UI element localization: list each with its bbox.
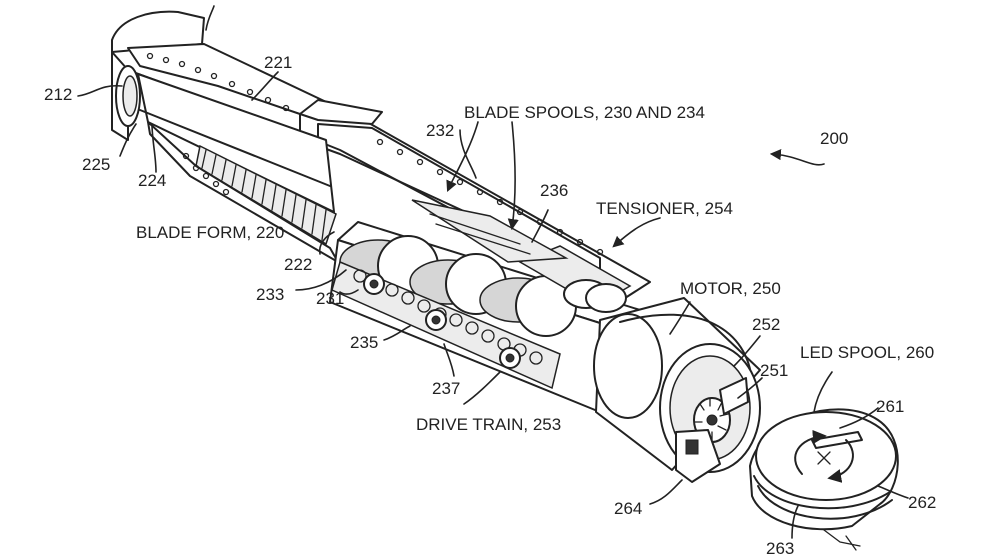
motor-label: MOTOR, 250 xyxy=(680,279,781,298)
ref-224-label: 224 xyxy=(138,171,166,190)
drive-train-label: DRIVE TRAIN, 253 xyxy=(416,415,561,434)
ref-264-label: 264 xyxy=(614,499,642,518)
ref-261-label: 261 xyxy=(876,397,904,416)
motor xyxy=(593,297,761,483)
reference-labels: 200 212 221 222 224 225 231 232 233 235 … xyxy=(44,53,936,557)
blade-form-label: BLADE FORM, 220 xyxy=(136,223,284,242)
ref-237-label: 237 xyxy=(432,379,460,398)
ref-221-label: 221 xyxy=(264,53,292,72)
ref-236-label: 236 xyxy=(540,181,568,200)
ref-262-label: 262 xyxy=(908,493,936,512)
ref-200-label: 200 xyxy=(820,129,848,148)
spool-tray xyxy=(329,199,641,413)
blade-spools-label: BLADE SPOOLS, 230 AND 234 xyxy=(464,103,705,122)
led-spool-label: LED SPOOL, 260 xyxy=(800,343,934,362)
ref-252-label: 252 xyxy=(752,315,780,334)
tensioner-label: TENSIONER, 254 xyxy=(596,199,733,218)
leader-lines xyxy=(77,5,909,539)
ref-222-label: 222 xyxy=(284,255,312,274)
ref-251-label: 251 xyxy=(760,361,788,380)
tensioner xyxy=(518,245,632,313)
ref-233-label: 233 xyxy=(256,285,284,304)
ref-231-label: 231 xyxy=(316,289,344,308)
led-spool xyxy=(749,408,899,551)
drive-train-chain xyxy=(331,260,561,390)
ref-212-label: 212 xyxy=(44,85,72,104)
ref-225-label: 225 xyxy=(82,155,110,174)
ref-263-label: 263 xyxy=(766,539,794,557)
ref-235-label: 235 xyxy=(350,333,378,352)
ref-232-label: 232 xyxy=(426,121,454,140)
blade-spools xyxy=(339,235,577,337)
